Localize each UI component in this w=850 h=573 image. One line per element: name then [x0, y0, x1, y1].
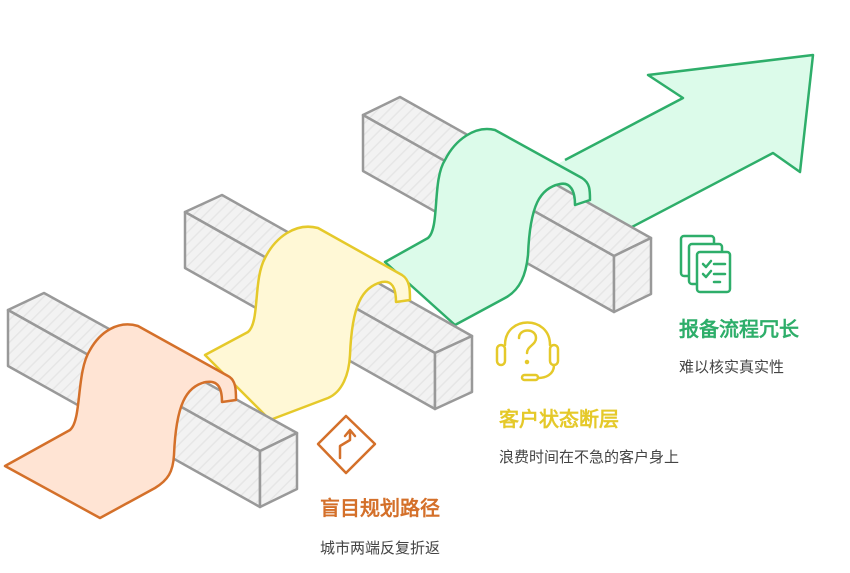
item-title-1: 盲目规划路径	[320, 496, 440, 520]
item-desc-2: 浪费时间在不急的客户身上	[499, 448, 680, 466]
headset-question-icon	[495, 321, 560, 382]
item-title-2: 客户状态断层	[499, 407, 619, 431]
orange-ribbon	[3, 323, 238, 520]
road-sign-icon	[316, 414, 377, 475]
checklist-documents-icon	[679, 234, 732, 294]
green-ribbon	[383, 127, 592, 327]
item-title-3: 报备流程冗长	[679, 317, 799, 341]
yellow-ribbon	[203, 225, 412, 422]
item-desc-3: 难以核实真实性	[679, 358, 785, 376]
item-desc-1: 城市两端反复折返	[320, 539, 441, 557]
